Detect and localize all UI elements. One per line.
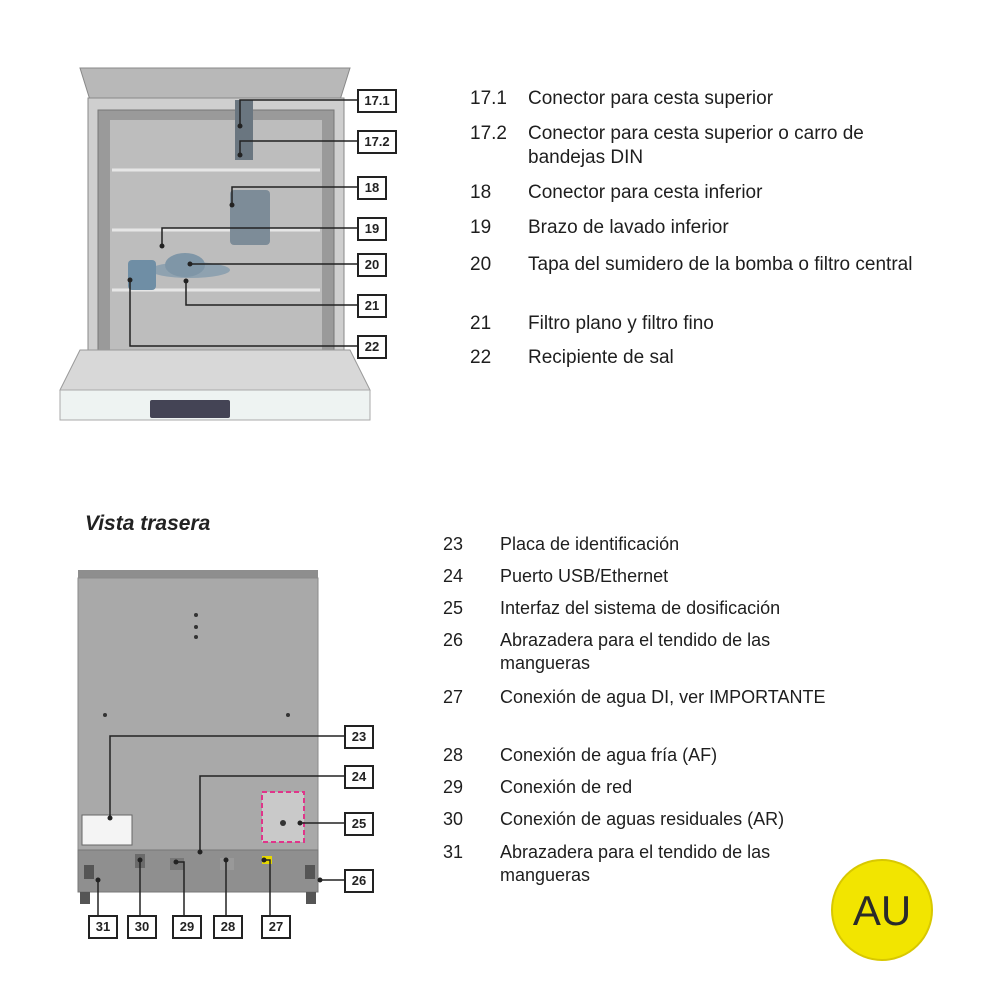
legend-number: 30 [443, 809, 464, 829]
legend-number: 26 [443, 630, 464, 650]
legend-number: 22 [470, 347, 492, 368]
rear-callout-lines [95, 735, 345, 915]
legend-number: 25 [443, 598, 464, 618]
legend-number: 19 [470, 217, 492, 238]
legend-number: 27 [443, 687, 464, 707]
legend-text: Interfaz del sistema de dosificación [500, 598, 781, 618]
legend-text: Conexión de agua DI, ver IMPORTANTE [500, 687, 826, 707]
callout-23: 23 [344, 725, 374, 749]
legend-text: Conector para cesta superior [528, 88, 774, 109]
callout-28: 28 [213, 915, 243, 939]
callout-17-1: 17.1 [357, 89, 397, 113]
au-logo: AU [831, 859, 933, 961]
callout-18: 18 [357, 176, 387, 200]
legend-number: 31 [443, 842, 464, 862]
legend-text: Conector para cesta inferior [528, 182, 763, 203]
legend-text: Conexión de aguas residuales (AR) [500, 809, 785, 829]
front-view-illustration [59, 67, 371, 421]
rear-view-title: Vista trasera [85, 512, 211, 535]
legend-number: 20 [470, 254, 492, 275]
legend-number: 17.1 [470, 88, 507, 109]
legend-text: Conector para cesta superior o carro de … [528, 123, 864, 168]
legend-text: Placa de identificación [500, 534, 680, 554]
legend-text: Abrazadera para el tendido de las mangue… [500, 842, 771, 885]
callout-27: 27 [261, 915, 291, 939]
legend-text: Conexión de red [500, 777, 633, 797]
legend-number: 23 [443, 534, 464, 554]
legend-number: 18 [470, 182, 492, 203]
callout-29: 29 [172, 915, 202, 939]
callout-31: 31 [88, 915, 118, 939]
legend-text: Conexión de agua fría (AF) [500, 745, 718, 765]
callout-30: 30 [127, 915, 157, 939]
rear-view-illustration [77, 570, 319, 904]
legend-number: 21 [470, 313, 492, 334]
callout-20: 20 [357, 253, 387, 277]
legend-text: Puerto USB/Ethernet [500, 566, 669, 586]
legend-text: Filtro plano y filtro fino [528, 313, 714, 334]
callout-19: 19 [357, 217, 387, 241]
legend-number: 24 [443, 566, 464, 586]
callout-22: 22 [357, 335, 387, 359]
legend-text: Abrazadera para el tendido de las mangue… [500, 630, 771, 673]
legend-number: 17.2 [470, 123, 507, 144]
callout-26: 26 [344, 869, 374, 893]
callout-25: 25 [344, 812, 374, 836]
legend-number: 28 [443, 745, 464, 765]
callout-24: 24 [344, 765, 374, 789]
logo-text: AU [853, 887, 911, 934]
legend-number: 29 [443, 777, 464, 797]
front-callout-lines [127, 99, 358, 347]
legend-text: Tapa del sumidero de la bomba o filtro c… [528, 254, 913, 275]
callout-17-2: 17.2 [357, 130, 397, 154]
legend-text: Recipiente de sal [528, 347, 674, 368]
callout-21: 21 [357, 294, 387, 318]
legend-text: Brazo de lavado inferior [528, 217, 729, 238]
